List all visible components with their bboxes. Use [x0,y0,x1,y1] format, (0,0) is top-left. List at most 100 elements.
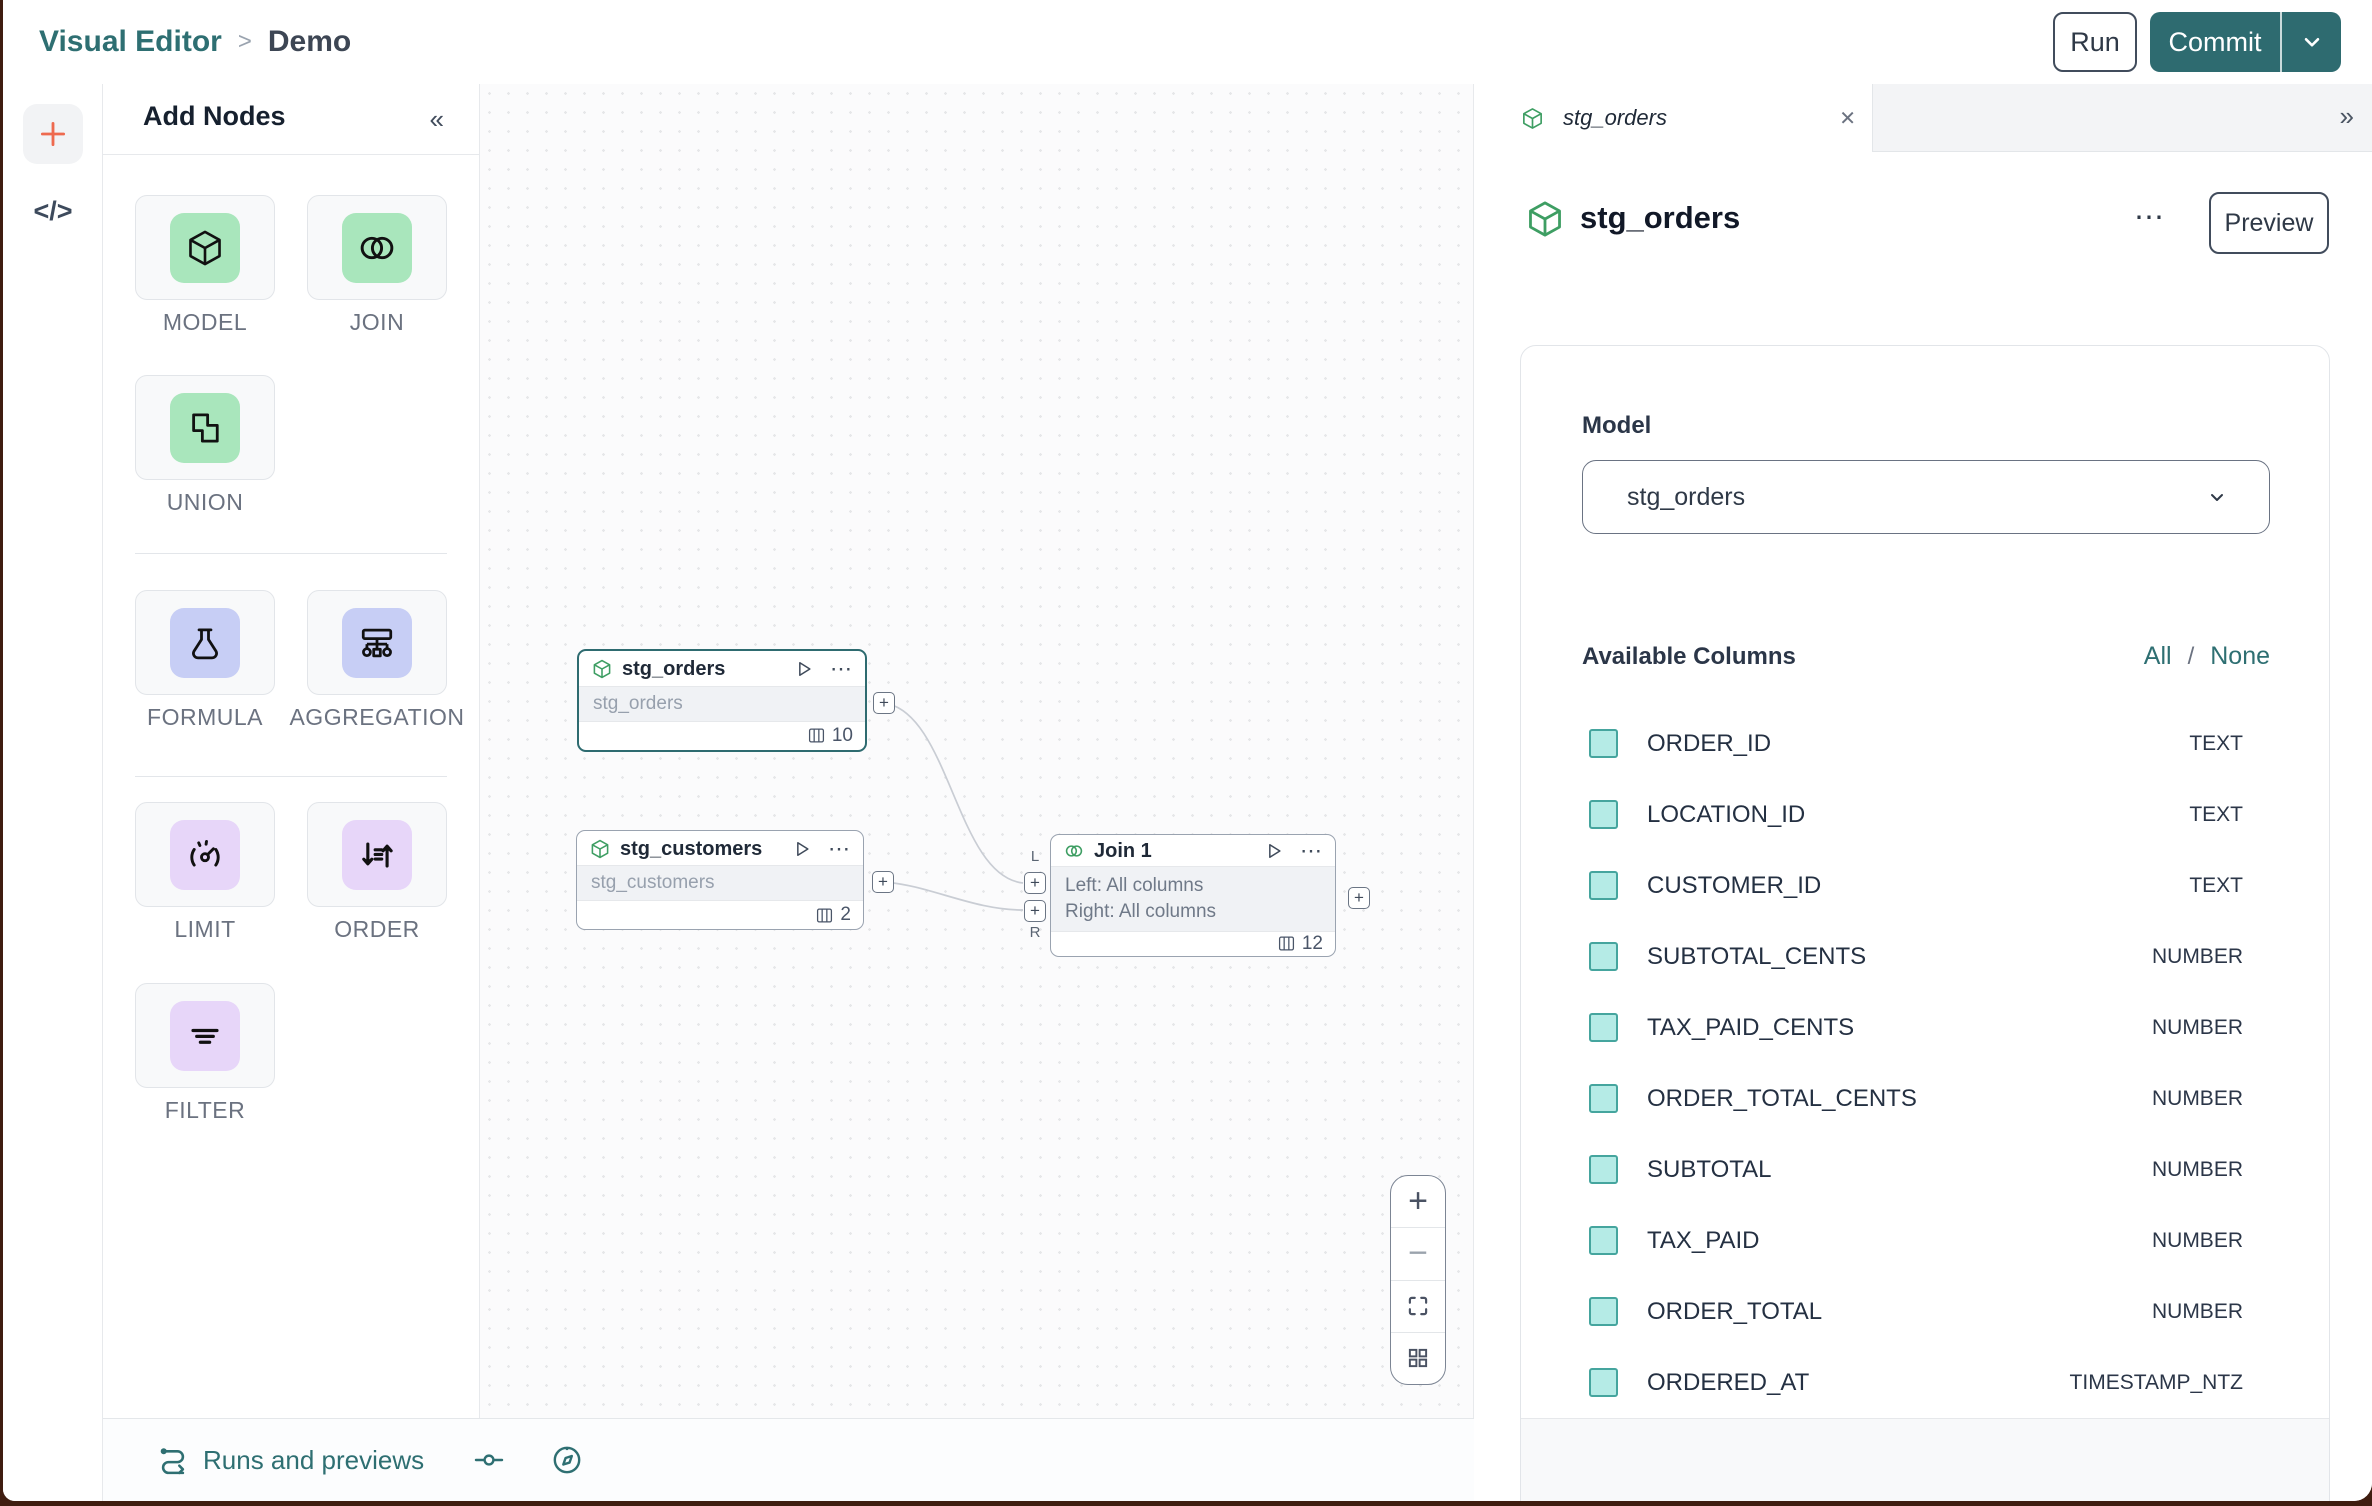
column-type: TIMESTAMP_NTZ [2069,1370,2243,1394]
runs-and-previews-label: Runs and previews [203,1444,425,1475]
column-checkbox[interactable] [1589,1226,1618,1255]
model-select[interactable]: stg_orders [1582,460,2270,534]
select-none-link[interactable]: None [2210,642,2270,670]
column-checkbox[interactable] [1589,1155,1618,1184]
play-icon[interactable] [1264,841,1284,861]
canvas-node-stg-orders[interactable]: stg_orders ⋯ stg_orders 10 [577,649,867,752]
available-columns-header: Available Columns All / None [1582,642,2270,671]
canvas-node-stg-customers[interactable]: stg_customers ⋯ stg_customers 2 [576,830,864,930]
column-count: 2 [840,904,851,926]
flow-canvas[interactable]: stg_orders ⋯ stg_orders 10 + stg_custome… [480,84,1474,1418]
chevron-down-icon [2205,485,2229,509]
zoom-in-button[interactable]: + [1391,1176,1445,1229]
group-divider [135,776,447,777]
left-rail: </> [3,84,103,1501]
model-cube-icon [591,658,613,680]
join-left-input-port[interactable]: + [1024,872,1046,894]
commit-button[interactable]: Commit [2150,12,2282,72]
column-name: SUBTOTAL [1647,1155,1772,1183]
run-button[interactable]: Run [2053,12,2137,72]
play-icon[interactable] [792,839,812,859]
node-menu-icon[interactable]: ⋯ [828,836,851,862]
breadcrumb-visual-editor[interactable]: Visual Editor [39,25,222,58]
node-subtitle: stg_customers [577,865,863,902]
column-row: SUBTOTAL NUMBER [1521,1134,2329,1205]
fullscreen-icon [1405,1293,1431,1319]
panel-tab-bar: stg_orders ✕ » [1474,84,2372,152]
app-window: Visual Editor > Demo Run Commit </> [3,0,2372,1501]
available-columns-label: Available Columns [1582,643,1796,670]
join-right-input-port[interactable]: + [1024,900,1046,922]
chevron-down-icon [2299,29,2325,55]
add-nodes-header: Add Nodes « [103,84,480,155]
column-name: CUSTOMER_ID [1647,871,1822,899]
column-name: LOCATION_ID [1647,800,1806,828]
model-select-value: stg_orders [1627,482,1746,511]
column-checkbox[interactable] [1589,800,1618,829]
panel-menu-icon[interactable]: ⋯ [2134,201,2166,234]
node-card-filter[interactable] [135,983,275,1088]
column-type: NUMBER [2151,1086,2243,1110]
column-checkbox[interactable] [1589,729,1618,758]
node-card-join[interactable] [307,195,447,300]
breadcrumb-current: Demo [267,25,352,58]
node-card-aggregation[interactable] [307,590,447,695]
grid-icon [1405,1345,1431,1371]
column-row: CUSTOMER_ID TEXT [1521,850,2329,921]
column-type: TEXT [2189,873,2243,897]
model-cube-icon [1520,106,1545,131]
fit-view-button[interactable] [1391,1281,1445,1333]
compass-icon[interactable] [550,1443,584,1477]
join-output-port[interactable]: + [1348,887,1370,909]
column-checkbox[interactable] [1589,1084,1618,1113]
play-icon[interactable] [794,659,814,679]
column-checkbox[interactable] [1589,942,1618,971]
plus-icon [36,117,70,151]
pin-icon[interactable] [472,1443,506,1477]
node-card-limit[interactable] [135,802,275,907]
column-checkbox[interactable] [1589,1297,1618,1326]
auto-layout-button[interactable] [1391,1333,1445,1384]
canvas-zoom-controls: + − [1390,1175,1446,1385]
close-icon[interactable]: ✕ [1839,107,1856,130]
zoom-out-button[interactable]: − [1391,1228,1445,1281]
column-checkbox[interactable] [1589,871,1618,900]
filter-lines-icon [170,1000,240,1071]
output-port-stg-customers[interactable]: + [872,871,894,893]
add-button[interactable] [23,104,83,164]
runs-and-previews-bar[interactable]: Runs and previews [103,1418,1474,1501]
column-type: NUMBER [2151,944,2243,968]
column-name: ORDER_ID [1647,729,1772,757]
node-card-aggregation-label: AGGREGATION [289,704,465,730]
commit-button-label: Commit [2168,26,2262,57]
column-type: NUMBER [2151,1157,2243,1181]
commit-dropdown-button[interactable] [2282,12,2341,72]
expand-panel-icon[interactable]: » [2339,101,2354,131]
select-all-link[interactable]: All [2143,642,2172,670]
node-menu-icon[interactable]: ⋯ [1300,838,1323,864]
preview-button[interactable]: Preview [2209,192,2329,254]
node-card-formula[interactable] [135,590,275,695]
node-config-card: Model stg_orders Available Columns All /… [1520,345,2330,1501]
node-card-union-label: UNION [166,489,244,515]
collapse-panel-icon[interactable]: « [429,104,444,134]
node-card-order[interactable] [307,802,447,907]
output-port-stg-orders[interactable]: + [873,692,895,714]
column-checkbox[interactable] [1589,1013,1618,1042]
node-card-union[interactable] [135,375,275,480]
canvas-node-join-1[interactable]: Join 1 ⋯ Left: All columns Right: All co… [1050,834,1336,957]
node-menu-icon[interactable]: ⋯ [830,656,853,682]
tab-stg-orders[interactable]: stg_orders ✕ [1474,84,1873,152]
node-card-model[interactable] [135,195,275,300]
column-checkbox[interactable] [1589,1368,1618,1397]
code-view-button[interactable]: </> [33,196,73,226]
column-type: NUMBER [2151,1299,2243,1323]
join-circles-icon [342,212,412,283]
